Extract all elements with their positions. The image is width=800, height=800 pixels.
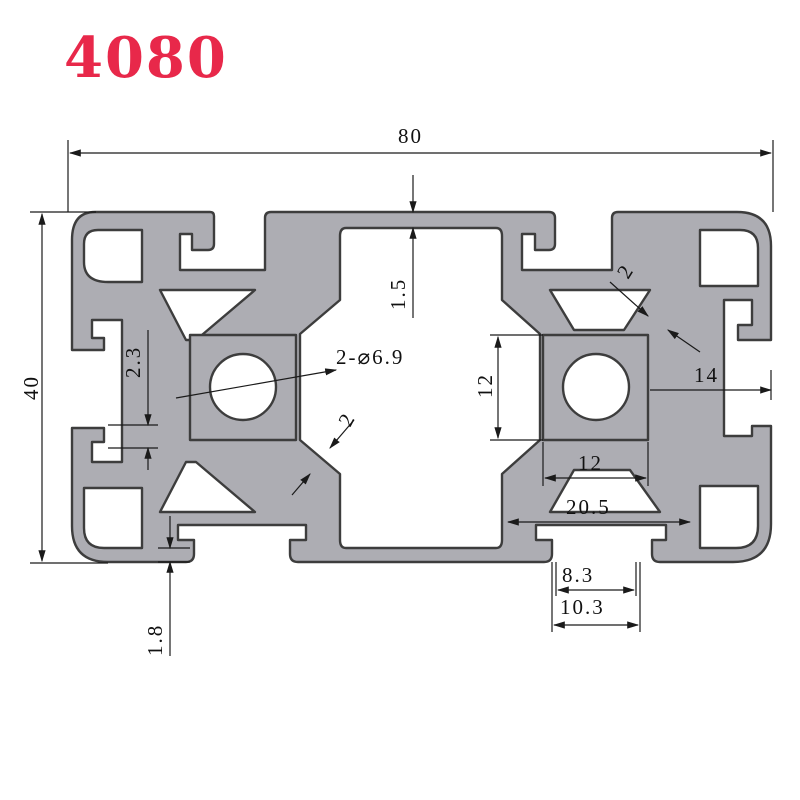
dim-label-core-width: 12 (578, 451, 603, 475)
cavity-top-left (82, 228, 144, 284)
dim-label-slot-inner-width: 20.5 (566, 495, 611, 519)
profile-section (70, 210, 773, 564)
dim-label-core-holes: 2-⌀6.9 (336, 345, 404, 369)
dim-label-lip-thickness: 1.8 (143, 624, 167, 656)
dim-label-slot-opening: 8.3 (562, 563, 594, 587)
dimension-labels: 80 40 1.5 2.3 2-⌀6.9 2 2 12 14 12 20.5 8… (19, 124, 719, 656)
dim-label-slot-lip: 2.3 (121, 346, 145, 378)
cavity-bottom-right (698, 484, 760, 550)
cavity-bottom-left (82, 486, 144, 550)
profile-title: 4080 (64, 25, 228, 91)
core-hole-right (561, 352, 631, 422)
dimension-lines (30, 140, 774, 656)
slot-top-right (548, 288, 652, 332)
center-chamber (298, 226, 542, 550)
dim-label-core-height: 12 (473, 373, 497, 398)
dim-label-slot-opening-outer: 10.3 (560, 595, 605, 619)
dim-label-wall-thickness: 1.5 (386, 278, 410, 310)
core-hole-left (208, 352, 278, 422)
dim-label-overall-width: 80 (398, 124, 423, 148)
dim-label-core-offset: 14 (694, 363, 719, 387)
slot-bottom-left (158, 460, 257, 514)
cavity-top-right (698, 228, 760, 288)
dim-label-overall-height: 40 (19, 375, 43, 400)
